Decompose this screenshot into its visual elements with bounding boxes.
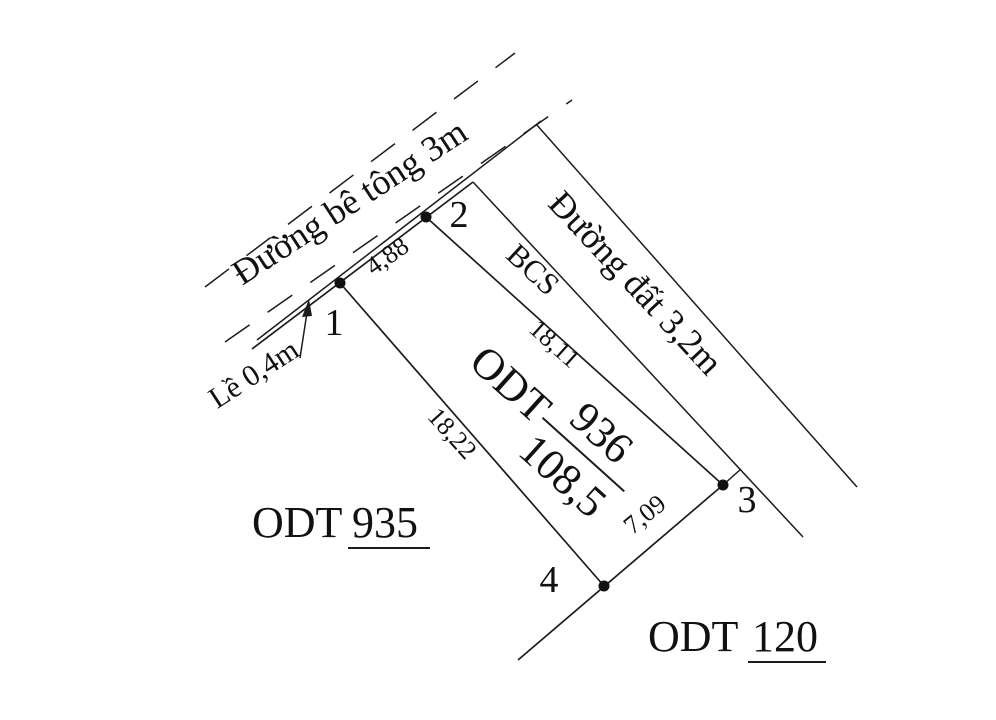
corner-label-4: 4 — [540, 559, 559, 601]
shoulder-outer-line — [256, 120, 542, 341]
corner-point-4 — [598, 580, 610, 592]
parcel-edge-4-1 — [339, 282, 605, 587]
neighbor-parcel-935-label: ODT 935 — [252, 498, 430, 549]
neighbor-parcel-120-label: ODT 120 — [648, 612, 826, 663]
corner-label-3: 3 — [738, 479, 757, 521]
dirt-road-near-edge-line — [472, 181, 804, 538]
edge-length-1-2: 4,88 — [360, 231, 414, 281]
edge-length-3-4: 7,09 — [618, 489, 672, 540]
corner-label-1: 1 — [325, 302, 344, 344]
concrete-road-near-edge-dashed-line — [224, 99, 573, 343]
edge-length-2-3: 18,11 — [524, 314, 586, 374]
corner-point-1 — [334, 277, 346, 289]
neighbor-935-code: ODT — [252, 498, 343, 547]
edge-length-4-1: 18,22 — [422, 402, 483, 465]
dirt-road-far-edge-line — [535, 123, 858, 488]
parcel-edge-2-3 — [425, 216, 724, 486]
front-boundary-line — [251, 181, 474, 350]
corner-label-2: 2 — [450, 194, 469, 236]
parcel-fraction-bar — [541, 417, 625, 493]
neighbor-120-number: 120 — [752, 612, 818, 661]
corner-point-2 — [420, 211, 432, 223]
corner-point-3 — [717, 479, 729, 491]
parcel-edge-3-4-extended — [517, 484, 724, 661]
neighbor-120-code: ODT — [648, 612, 739, 661]
neighbor-935-number: 935 — [352, 498, 418, 547]
shoulder-arrow-head-icon — [302, 299, 312, 317]
concrete-road-far-edge-dashed-line — [204, 52, 516, 288]
shoulder-label: Lề 0,4m — [203, 333, 305, 415]
